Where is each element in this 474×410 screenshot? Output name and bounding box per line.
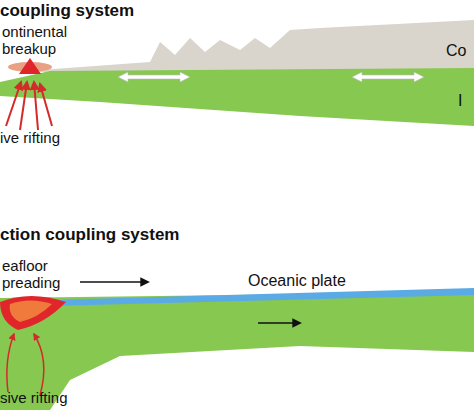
- lithosphere: [0, 292, 474, 410]
- plate-label: Oceanic plate: [248, 272, 398, 290]
- panel-heading: coupling system: [0, 2, 200, 21]
- magma-triangle: [19, 58, 41, 74]
- process-label: ive rifting: [0, 130, 110, 147]
- process-label: eafloor preading: [2, 258, 76, 291]
- layer-label: Co: [446, 42, 474, 60]
- extension-arrows: [118, 72, 424, 82]
- process-label: sive rifting: [0, 390, 110, 407]
- magma-lens: [0, 296, 66, 330]
- process-label: ontinental breakup: [2, 24, 86, 57]
- oceanic-crust: [50, 288, 474, 306]
- continental-crust: [40, 20, 474, 72]
- panel-heading: ction coupling system: [0, 226, 260, 245]
- lithosphere: [0, 68, 474, 126]
- magma-core: [10, 301, 52, 323]
- rifting-arrows: [7, 334, 44, 395]
- rifting-arrows: [6, 82, 52, 130]
- layer-label: I: [458, 92, 474, 110]
